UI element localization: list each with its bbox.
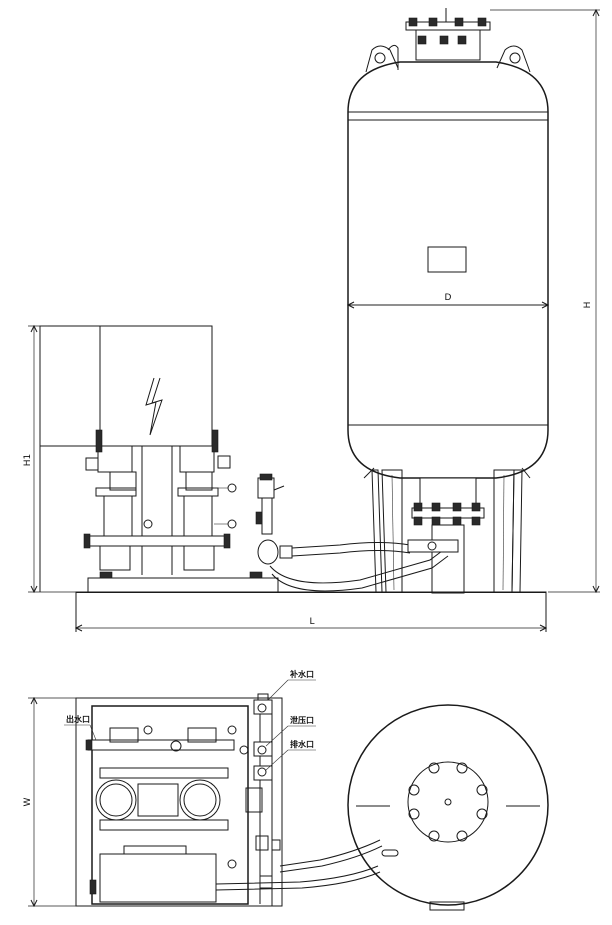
length-label: L: [309, 617, 314, 627]
electric-hazard-icon: [145, 377, 163, 436]
dimension-height: H: [490, 8, 600, 594]
port-labels: 补水口 泄压口 排水口 出水口: [64, 669, 316, 771]
dimension-diameter: D: [346, 293, 550, 309]
pump-set: [83, 429, 237, 575]
connection-piping: [255, 473, 459, 592]
outlet-port-label: 出水口: [66, 714, 90, 724]
cabinet-height-label: H1: [23, 454, 33, 467]
dimension-width: W: [23, 696, 80, 908]
front-elevation: H H1 D L: [23, 8, 600, 632]
pressure-tank: [347, 8, 549, 594]
dimension-cabinet-height: H1: [23, 324, 80, 594]
diameter-label: D: [445, 293, 452, 303]
pump-plan: [85, 725, 263, 903]
height-label: H: [583, 302, 593, 309]
port-valves: [239, 693, 281, 851]
base-frame: [75, 571, 547, 632]
dimension-length: L: [74, 617, 548, 632]
makeup-water-port-label: 补水口: [289, 669, 314, 679]
control-cabinet: [39, 325, 213, 592]
width-label: W: [23, 797, 33, 806]
pressure-relief-port-label: 泄压口: [290, 715, 314, 725]
tank-plan: [347, 704, 549, 911]
drain-port-label: 排水口: [290, 739, 314, 749]
plan-view: 补水口 泄压口 排水口 出水口 W: [23, 669, 549, 911]
